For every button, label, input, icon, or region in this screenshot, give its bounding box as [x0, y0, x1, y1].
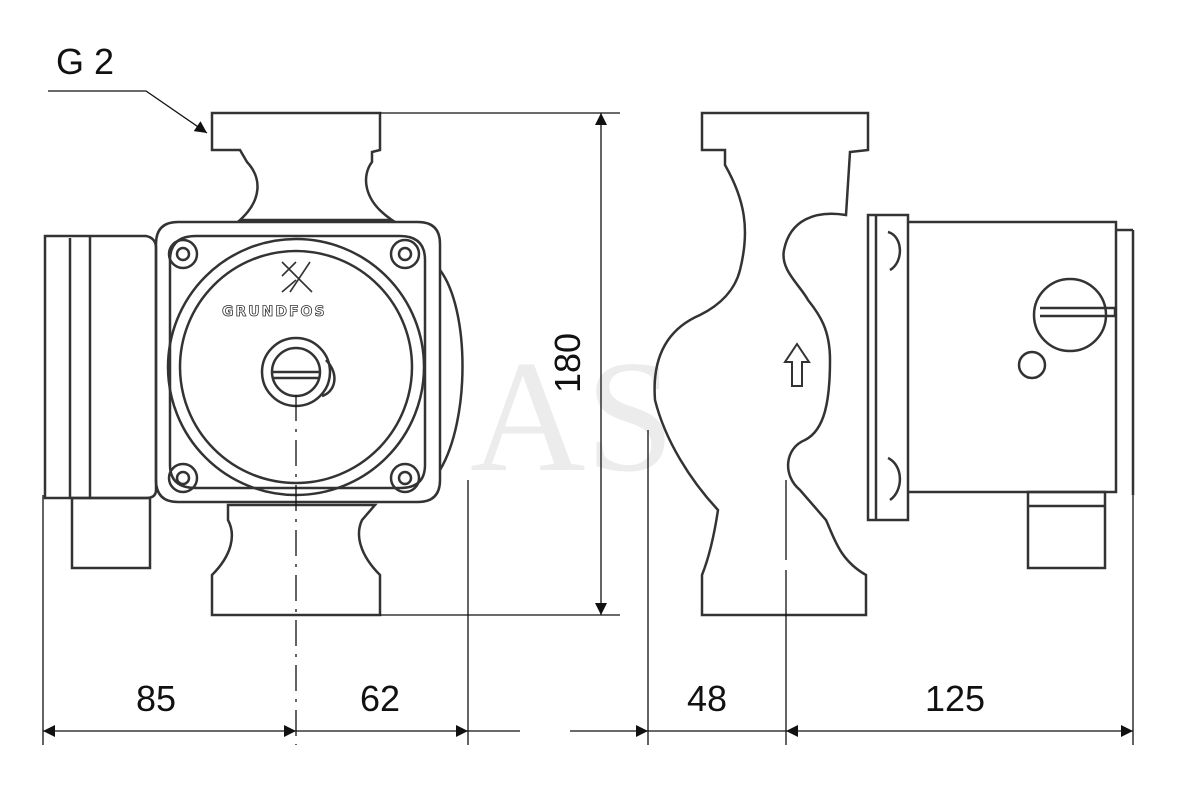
dim-48-label: 48 [687, 678, 727, 719]
motor-flange [866, 213, 910, 522]
volute-curve [438, 269, 464, 471]
terminal-box [43, 234, 158, 500]
top-flange [210, 111, 397, 222]
bolt-bottom-left [167, 462, 199, 494]
front-view [43, 111, 464, 617]
side-cable-gland [1026, 490, 1107, 570]
dim-height-label: 180 [547, 333, 588, 393]
cable-gland [70, 496, 152, 570]
dimension-lines [42, 90, 1134, 745]
motor-body [908, 220, 1118, 494]
stator-inner [178, 249, 414, 485]
motor-head [154, 220, 442, 504]
indicator-hole [1017, 350, 1047, 380]
dim-62-label: 62 [360, 678, 400, 719]
brand-logo-text: GRUNDFOS [222, 304, 327, 320]
motor-plate [168, 234, 427, 490]
side-view [653, 111, 1135, 617]
pump-body [653, 111, 870, 617]
brand-logo-icon [281, 261, 313, 293]
thread-leader [48, 90, 208, 134]
thread-label: G 2 [56, 41, 114, 82]
flow-direction-arrow-icon [783, 342, 811, 387]
bolt-top-right [389, 238, 421, 270]
watermark: AS [470, 327, 675, 505]
dim-125-label: 125 [925, 678, 985, 719]
bolt-bottom-right [389, 462, 421, 494]
bolt-top-left [167, 238, 199, 270]
dim-85-label: 85 [136, 678, 176, 719]
